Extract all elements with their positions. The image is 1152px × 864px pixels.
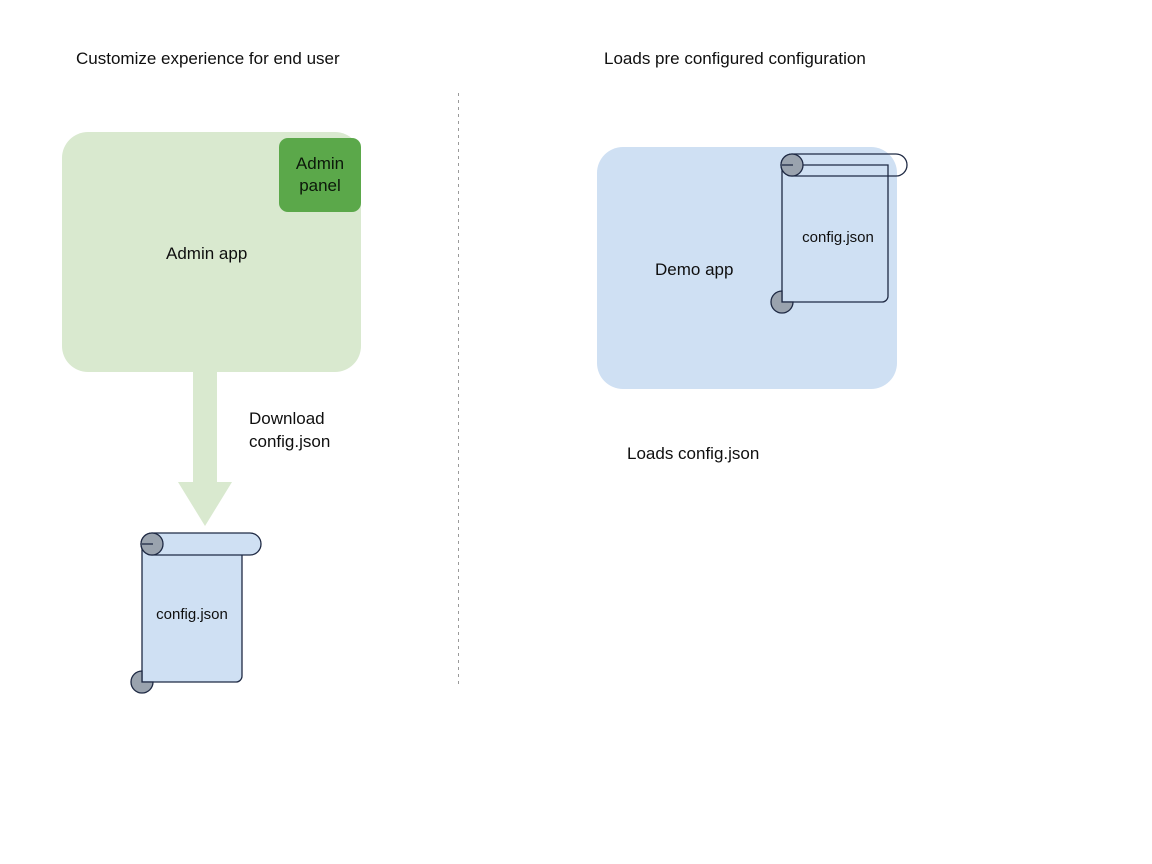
config-json-label-left: config.json: [156, 606, 228, 623]
left-column-title: Customize experience for end user: [76, 49, 340, 68]
right-column-title: Loads pre configured configuration: [604, 49, 866, 68]
loads-config-caption: Loads config.json: [627, 444, 760, 463]
vertical-divider: [458, 93, 459, 685]
demo-app-label: Demo app: [655, 260, 734, 279]
config-json-document-right[interactable]: config.json: [768, 152, 916, 314]
download-arrow-icon: [176, 368, 234, 528]
config-json-label-right: config.json: [802, 229, 874, 246]
download-arrow-caption: Download config.json: [249, 409, 331, 451]
config-json-document-left[interactable]: config.json: [118, 528, 268, 694]
demo-app-container: [597, 147, 897, 389]
admin-panel-button[interactable]: Admin panel: [279, 138, 361, 212]
admin-panel-label: Admin panel: [295, 154, 345, 195]
admin-app-label: Admin app: [166, 244, 248, 263]
